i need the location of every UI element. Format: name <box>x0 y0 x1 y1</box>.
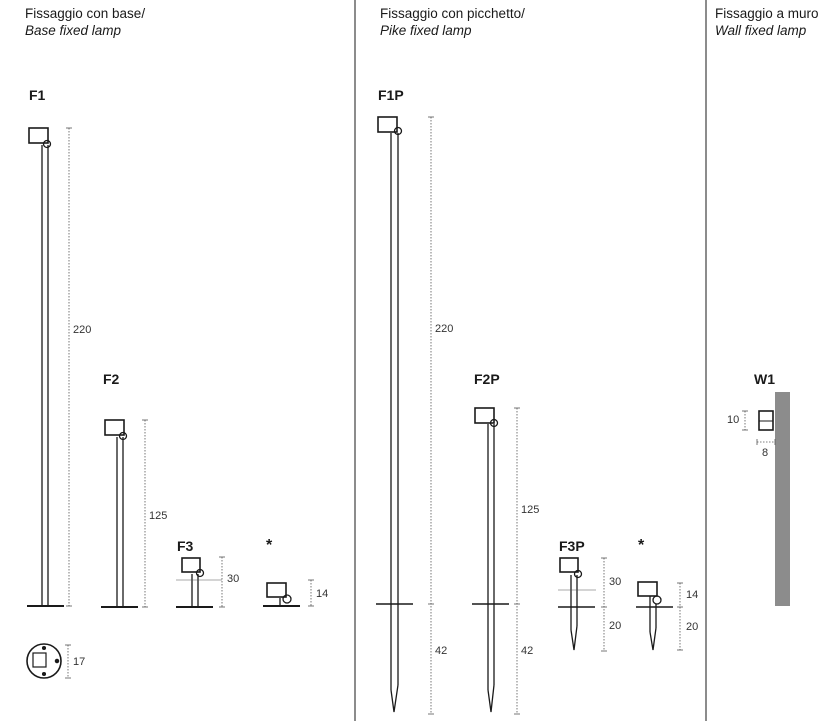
model-f2-label: F2 <box>103 371 120 387</box>
f1-height-value: 220 <box>73 324 92 336</box>
f3-lamp <box>176 557 213 608</box>
f2p-lamp <box>472 407 509 713</box>
model-w1-label: W1 <box>754 371 775 387</box>
f2-height-value: 125 <box>149 510 168 522</box>
section-wall-subtitle: Wall fixed lamp <box>715 23 807 38</box>
section-pike-subtitle: Pike fixed lamp <box>380 23 472 38</box>
f3-height-value: 30 <box>227 573 240 585</box>
f2p-pike-value: 42 <box>521 645 534 657</box>
section-base-subtitle: Base fixed lamp <box>25 23 122 38</box>
f1p-dimension-line <box>428 116 434 715</box>
pike-lamp-height-value: 14 <box>686 589 699 601</box>
f2-dimension-line <box>142 419 148 608</box>
f3p-pike-value: 20 <box>609 620 622 632</box>
f1p-height-value: 220 <box>435 323 454 335</box>
model-f2p-label: F2P <box>474 371 500 387</box>
section-pike: Fissaggio con picchetto/ Pike fixed lamp <box>380 5 525 39</box>
model-f1p-label: F1P <box>378 87 404 103</box>
w1-height-value: 10 <box>727 414 740 426</box>
model-f1-label: F1 <box>29 87 46 103</box>
wall-panel <box>775 392 790 606</box>
f2p-dimension-line <box>514 407 520 715</box>
base-plate-topview <box>26 643 62 679</box>
f1p-lamp <box>376 116 413 713</box>
base-lamp-height-value: 14 <box>316 588 329 600</box>
w1-dimension-lines <box>742 410 776 445</box>
section-pike-title: Fissaggio con picchetto/ <box>380 6 525 21</box>
section-wall: Fissaggio a muro Wall fixed lamp <box>715 5 819 39</box>
base-lamp-dimension-line <box>308 579 314 607</box>
f3p-lamp <box>558 557 595 651</box>
f3p-height-value: 30 <box>609 576 622 588</box>
pike-lamp-pike-value: 20 <box>686 621 699 633</box>
f2p-height-value: 125 <box>521 504 540 516</box>
w1-lamp <box>758 410 774 431</box>
w1-depth-value: 8 <box>762 447 769 459</box>
f1-lamp <box>27 127 64 607</box>
f1p-pike-value: 42 <box>435 645 448 657</box>
section-wall-title: Fissaggio a muro <box>715 6 819 21</box>
pike-lamp-asterisk: * <box>638 537 645 554</box>
section-base-title: Fissaggio con base/ <box>25 6 146 21</box>
model-f3p-label: F3P <box>559 538 585 554</box>
pike-lamp-dimension-line <box>677 582 683 651</box>
section-base: Fissaggio con base/ Base fixed lamp <box>25 5 145 39</box>
model-f3-label: F3 <box>177 538 194 554</box>
f1-dimension-line <box>66 127 72 607</box>
base-lamp-asterisk: * <box>266 537 273 554</box>
f3p-dimension-line <box>558 557 607 652</box>
base-diameter-value: 17 <box>73 656 86 668</box>
base-lamp <box>263 582 300 607</box>
base-diameter-dimension-line <box>65 644 71 679</box>
f3-dimension-line <box>176 556 225 608</box>
pike-lamp <box>636 581 673 651</box>
f2-lamp <box>101 419 138 608</box>
